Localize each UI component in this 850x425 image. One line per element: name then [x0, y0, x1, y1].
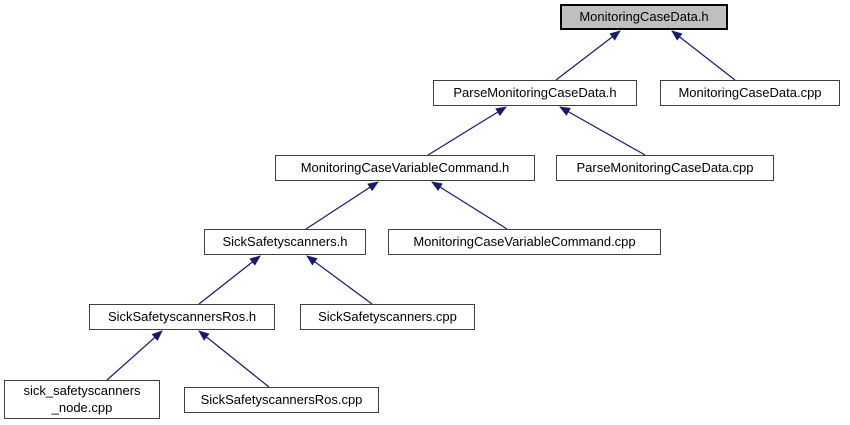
graph-node-monitoringcasedata-h[interactable]: MonitoringCaseData.h	[560, 4, 728, 30]
edge-monitoringcasedata-cpp-to-monitoringcasedata-h	[671, 30, 736, 81]
graph-node-sicksafetyscanners-cpp[interactable]: SickSafetyscanners.cpp	[300, 304, 475, 330]
edge-parsemonitoringcasedata-cpp-to-parsemonitoringcasedata-h	[559, 106, 646, 156]
graph-node-label: sick_safetyscanners _node.cpp	[23, 382, 141, 415]
edge-sicksafetyscannersros-cpp-to-sicksafetyscannersros-h	[198, 330, 270, 388]
edge-sicksafetyscanners-h-to-monitoringcasevariablecommand-h	[305, 181, 379, 230]
edge-group	[106, 30, 736, 388]
graph-node-sicksafetyscanners-h[interactable]: SickSafetyscanners.h	[204, 229, 366, 255]
graph-node-label: ParseMonitoringCaseData.cpp	[576, 159, 754, 175]
edge-monitoringcasevariablecommand-h-to-parsemonitoringcasedata-h	[427, 106, 507, 156]
edge-sicksafetyscanners-cpp-to-sicksafetyscanners-h	[306, 255, 373, 305]
graph-node-monitoringcasedata-cpp[interactable]: MonitoringCaseData.cpp	[660, 80, 840, 106]
graph-node-sicksafetyscannersros-h[interactable]: SickSafetyscannersRos.h	[89, 304, 275, 330]
graph-node-parsemonitoringcasedata-cpp[interactable]: ParseMonitoringCaseData.cpp	[556, 155, 774, 181]
graph-node-label: ParseMonitoringCaseData.h	[453, 84, 617, 100]
graph-node-parsemonitoringcasedata-h[interactable]: ParseMonitoringCaseData.h	[433, 80, 637, 106]
edge-sicksafetyscannersros-h-to-sicksafetyscanners-h	[198, 255, 261, 305]
edge-parsemonitoringcasedata-h-to-monitoringcasedata-h	[555, 30, 621, 81]
graph-node-label: SickSafetyscannersRos.h	[107, 308, 257, 324]
edge-monitoringcasevariablecommand-cpp-to-monitoringcasevariablecommand-h	[431, 181, 508, 230]
graph-node-label: MonitoringCaseData.cpp	[678, 84, 822, 100]
graph-node-label: SickSafetyscanners.cpp	[318, 308, 457, 324]
graph-node-sick-safetyscanners-node-cpp[interactable]: sick_safetyscanners _node.cpp	[4, 380, 160, 419]
graph-node-monitoringcasevariablecommand-h[interactable]: MonitoringCaseVariableCommand.h	[275, 155, 535, 181]
graph-node-sicksafetyscannersros-cpp[interactable]: SickSafetyscannersRos.cpp	[184, 387, 379, 413]
graph-node-label: MonitoringCaseData.h	[579, 8, 709, 24]
graph-node-monitoringcasevariablecommand-cpp[interactable]: MonitoringCaseVariableCommand.cpp	[388, 229, 661, 255]
graph-node-label: SickSafetyscannersRos.cpp	[200, 391, 363, 407]
graph-node-label: SickSafetyscanners.h	[222, 233, 348, 249]
edge-sick-safetyscanners-node-cpp-to-sicksafetyscannersros-h	[106, 330, 163, 381]
graph-node-label: MonitoringCaseVariableCommand.cpp	[413, 233, 636, 249]
graph-node-label: MonitoringCaseVariableCommand.h	[300, 159, 510, 175]
